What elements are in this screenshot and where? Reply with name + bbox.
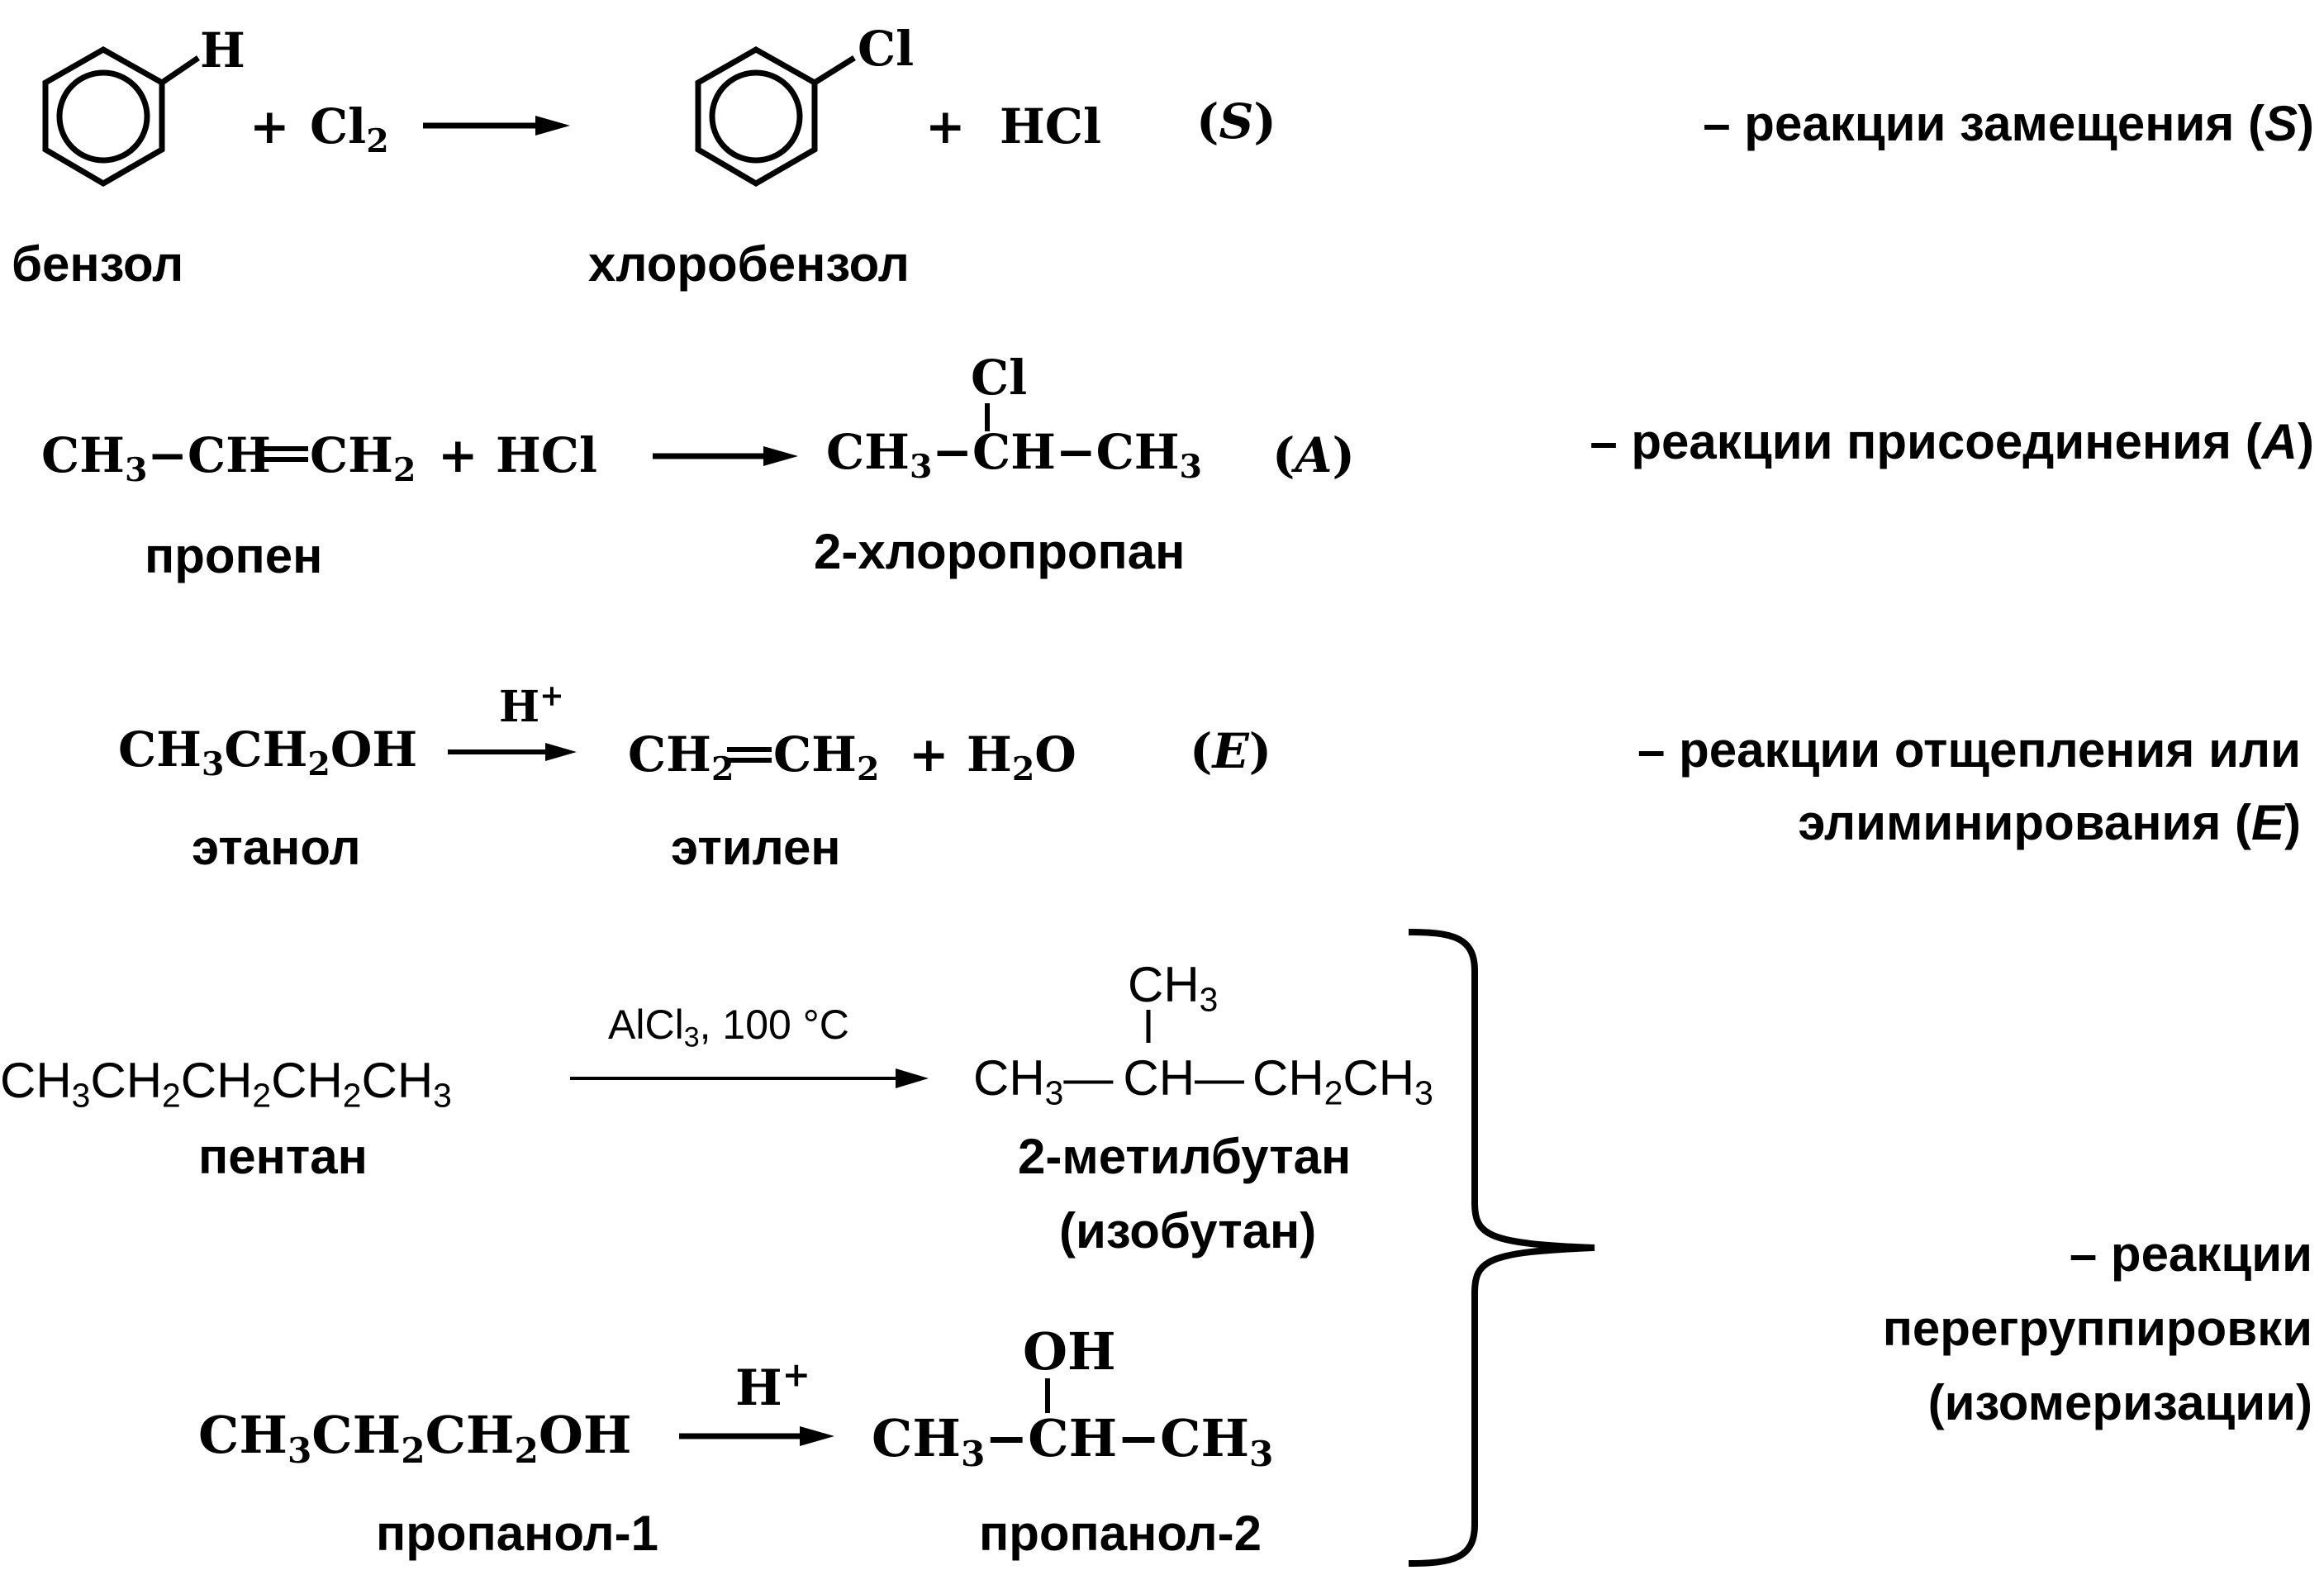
reaction-type-label: (A) bbox=[1272, 427, 1355, 483]
propanol1-formula: CH3CH2CH2OH bbox=[198, 1405, 632, 1471]
propene-formula-end: CH2 bbox=[310, 427, 416, 490]
reaction-conditions: AlCl3, 100 °C bbox=[608, 1002, 849, 1054]
reaction-arrow-4 bbox=[570, 1068, 929, 1088]
chlorobenzene-ring-icon bbox=[695, 45, 856, 188]
reaction-type-label: (E) bbox=[1190, 723, 1272, 779]
benzene-ring-icon bbox=[42, 45, 200, 188]
product-name: этилен bbox=[671, 820, 841, 875]
grouping-brace bbox=[1408, 929, 1595, 1567]
water-product: H2O bbox=[967, 726, 1076, 789]
plus-sign: + bbox=[909, 726, 949, 783]
double-bond-propene bbox=[259, 446, 308, 462]
ring2-substituent: Cl bbox=[858, 21, 915, 77]
acid-catalyst: H+ bbox=[735, 1354, 810, 1417]
reaction-arrow-1 bbox=[423, 116, 570, 136]
ethylene-formula-end: CH2 bbox=[773, 726, 880, 789]
reactant-name: пропен bbox=[145, 528, 323, 583]
ethylene-formula-start: CH2 bbox=[628, 726, 734, 789]
reaction-description: – реакции замещения (S) bbox=[1703, 96, 2314, 151]
rearrangement-description-line1: – реакции bbox=[2069, 1226, 2312, 1282]
reactant-name: пентан bbox=[198, 1129, 368, 1184]
ethanol-formula: CH3CH2OH bbox=[118, 721, 418, 784]
reaction-description: – реакции присоединения (A) bbox=[1590, 414, 2314, 469]
reaction-arrow-5 bbox=[679, 1426, 834, 1446]
reactant-name: этанол bbox=[192, 820, 361, 875]
propene-formula: CH3−CH bbox=[41, 427, 271, 490]
double-bond-ethylene bbox=[727, 747, 772, 763]
reaction-type-label: (S) bbox=[1196, 93, 1276, 150]
hydroxyl-group: OH bbox=[1023, 1321, 1116, 1382]
methyl-branch: CH3 bbox=[1128, 957, 1219, 1019]
isobutane-formula: CH3—CH—CH2CH3 bbox=[973, 1050, 1433, 1112]
product-name: хлоробензол bbox=[588, 236, 910, 292]
reaction-description-line1: – реакции отщепления или bbox=[1637, 722, 2301, 778]
reaction-arrow-2 bbox=[653, 446, 798, 466]
product-name: 2-хлоропропан bbox=[814, 524, 1186, 579]
chloropropane-formula: CH3−CH−CH3 bbox=[826, 424, 1202, 487]
reaction-arrow-3 bbox=[448, 743, 577, 761]
chlorine-substituent: Cl bbox=[971, 350, 1028, 406]
rearrangement-description-line3: (изомеризации) bbox=[1927, 1375, 2312, 1430]
chlorine-reagent: Cl2 bbox=[310, 98, 389, 161]
pentane-formula: CH3CH2CH2CH2CH3 bbox=[0, 1053, 452, 1115]
reaction-description-line2: элиминирования (E) bbox=[1798, 795, 2301, 850]
reactant-name: бензол bbox=[12, 236, 184, 292]
product-alt-name: (изобутан) bbox=[1059, 1203, 1317, 1259]
plus-sign: + bbox=[250, 98, 290, 155]
ring1-substituent: H bbox=[200, 22, 245, 79]
plus-sign: + bbox=[925, 98, 966, 155]
product-name: пропанол-2 bbox=[979, 1506, 1262, 1561]
reactant-name: пропанол-1 bbox=[376, 1506, 659, 1561]
propanol2-formula: CH3−CH−CH3 bbox=[872, 1408, 1274, 1474]
product-name: 2-метилбутан bbox=[1018, 1129, 1352, 1184]
acid-catalyst: H+ bbox=[499, 678, 564, 732]
hcl-reagent: HCl bbox=[496, 427, 597, 483]
hcl-byproduct: HCl bbox=[1000, 98, 1101, 155]
rearrangement-description-line2: перегруппировки bbox=[1882, 1301, 2312, 1356]
plus-sign: + bbox=[438, 427, 478, 483]
